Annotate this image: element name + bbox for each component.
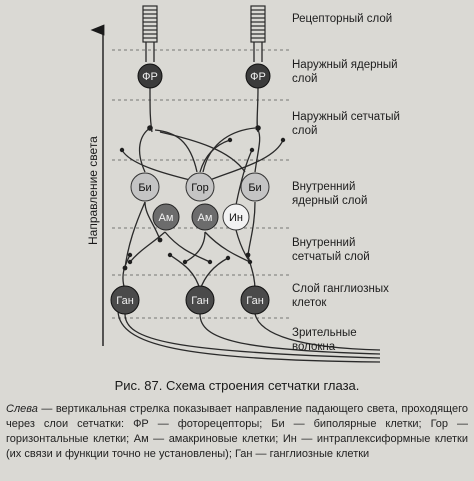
horizontal-cell-label: Гор	[191, 182, 208, 194]
synapse-dot	[182, 259, 188, 265]
ganglion-cell-label: Ган	[116, 295, 134, 307]
bipolar-cell: Би	[240, 172, 270, 202]
synapse-dot	[225, 255, 231, 261]
bipolar-cell-label: Би	[248, 182, 261, 194]
neural-connections	[117, 5, 381, 363]
synapse-dot	[245, 252, 251, 258]
synapse-dot	[157, 237, 163, 243]
layer-label-receptor: Рецепторный слой	[292, 13, 393, 25]
synapse-dot	[207, 259, 213, 265]
synapse-dot	[247, 259, 253, 265]
synapse-dot	[167, 252, 173, 258]
layer-label-inner-plexiform: Внутренний сетчатый слой	[292, 237, 370, 263]
synapse-dots	[119, 125, 286, 271]
retina-diagram: Направление света	[86, 5, 381, 363]
synapse-dot	[147, 125, 153, 131]
synapse-dot	[227, 137, 233, 143]
legend-lead: Слева	[6, 403, 38, 415]
synapse-dot	[119, 147, 125, 153]
ganglion-cell: Ган	[185, 285, 215, 315]
synapse-dot	[280, 137, 286, 143]
interplexiform-cell-label: Ин	[229, 212, 243, 224]
synapse-dot	[249, 147, 255, 153]
receptor-outer-segment	[142, 5, 158, 43]
legend-text: — вертикальная стрелка показывает направ…	[6, 403, 468, 460]
ganglion-cell: Ган	[110, 285, 140, 315]
synapse-dot	[127, 252, 133, 258]
layer-label-ganglion: Слой ганглиозных клеток	[292, 283, 389, 309]
amacrine-cell: Ам	[191, 203, 219, 231]
light-direction-label: Направление света	[86, 136, 100, 245]
synapse-dot	[255, 125, 261, 131]
layer-label-outer-plexiform: Наружный сетчатый слой	[292, 111, 400, 137]
photoreceptor-cell: ФР	[137, 63, 163, 89]
interplexiform-cell: Ин	[222, 203, 250, 231]
layer-label-fibers: Зрительные волокна	[292, 327, 357, 353]
bipolar-cell-label: Би	[138, 182, 151, 194]
amacrine-cell-label: Ам	[159, 212, 174, 224]
horizontal-cell: Гор	[185, 172, 215, 202]
amacrine-cell-label: Ам	[198, 212, 213, 224]
figure-caption: Рис. 87. Схема строения сетчатки глаза.	[114, 378, 360, 393]
bipolar-cell: Би	[130, 172, 160, 202]
figure-legend: Слева — вертикальная стрелка показывает …	[6, 402, 468, 462]
ganglion-cell: Ган	[240, 285, 270, 315]
photoreceptor-cell-label: ФР	[250, 71, 266, 83]
receptor-outer-segment	[250, 5, 266, 43]
photoreceptor-cell: ФР	[245, 63, 271, 89]
layer-label-inner-nuclear: Внутренний ядерный слой	[292, 181, 368, 207]
amacrine-cell: Ам	[152, 203, 180, 231]
synapse-dot	[127, 259, 133, 265]
photoreceptor-cell-label: ФР	[142, 71, 158, 83]
ganglion-cell-label: Ган	[191, 295, 209, 307]
layer-label-outer-nuclear: Наружный ядерный слой	[292, 59, 398, 85]
ganglion-cell-label: Ган	[246, 295, 264, 307]
synapse-dot	[122, 265, 128, 271]
